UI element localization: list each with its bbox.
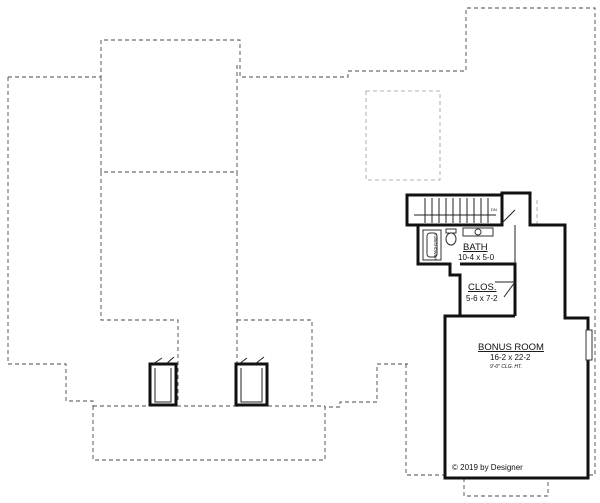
main-roof-outline [7, 7, 596, 461]
bath-size: 10-4 x 5-0 [458, 253, 495, 262]
tub-basin [426, 232, 438, 258]
bonus-room-name: BONUS ROOM [478, 342, 544, 353]
bath-door-swing [499, 209, 516, 264]
attic-vent-outline [365, 90, 441, 181]
window-left [148, 362, 178, 407]
toilet [445, 232, 457, 246]
bonus-room-walls [416, 191, 590, 480]
closet-side-wall [458, 275, 515, 318]
window-left-swing [152, 356, 175, 365]
roof-valley-left [100, 65, 238, 408]
closet-size: 5-6 x 7-2 [466, 294, 498, 303]
closet-door [495, 281, 516, 298]
window-left-glass [154, 368, 172, 403]
bonus-room-window [585, 329, 593, 361]
bath-name: BATH [463, 242, 488, 253]
tub-label: TUB/SHOWER [433, 233, 438, 260]
window-right-glass [240, 368, 263, 403]
closet-name: CLOS. [468, 282, 497, 293]
stair-treads [414, 198, 496, 223]
copyright-notice: © 2019 by Designer [452, 463, 523, 472]
roof-valley-right [237, 319, 313, 402]
roof-valley-mid [100, 172, 179, 402]
sink [474, 228, 482, 236]
bonus-suite: DN TUB/SHOWER [405, 191, 593, 480]
bonus-room-ceiling: 9'-0" CLG. HT. [490, 364, 522, 370]
window-right [234, 362, 269, 407]
toilet-tank [445, 228, 457, 234]
bonus-room-size: 16-2 x 22-2 [490, 353, 531, 362]
bottom-bump-outline [463, 478, 549, 497]
window-right-swing [238, 356, 265, 365]
windows [148, 356, 269, 407]
stair-direction-label: DN [491, 207, 497, 212]
